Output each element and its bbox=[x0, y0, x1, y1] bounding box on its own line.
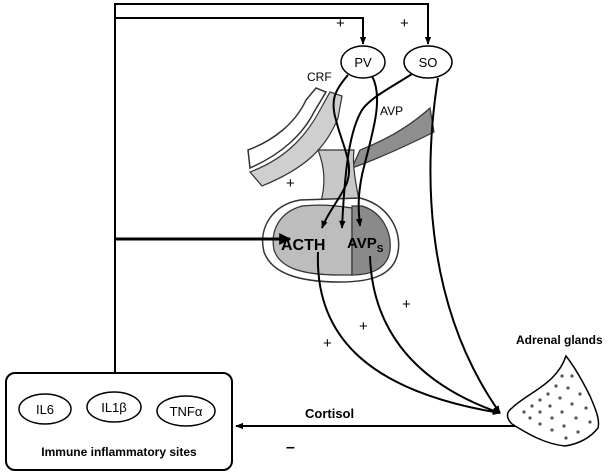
pv-label: PV bbox=[354, 55, 372, 70]
minus-sign-cortisol: – bbox=[286, 439, 295, 456]
pv-avp-path bbox=[356, 75, 379, 227]
plus-sign-acth-path: + bbox=[323, 335, 332, 352]
il1b-label: IL1β bbox=[101, 400, 127, 415]
pv-nucleus: PV bbox=[340, 45, 386, 79]
hormone-pathways bbox=[235, 73, 552, 430]
immune-feedback-loop bbox=[114, 3, 432, 372]
tnfa-label: TNFα bbox=[170, 404, 203, 419]
il6-ellipse bbox=[18, 393, 72, 425]
cortisol-label: Cortisol bbox=[305, 406, 354, 421]
plus-sign-so: + bbox=[400, 15, 409, 32]
plus-sign-pv: + bbox=[336, 15, 345, 32]
avp-s-main: AVP bbox=[347, 235, 377, 252]
brain-structure bbox=[247, 87, 435, 283]
adrenal-gland bbox=[506, 354, 600, 447]
acth-label: ACTH bbox=[281, 237, 325, 254]
so-nucleus: SO bbox=[403, 45, 453, 79]
acth-to-adrenal bbox=[316, 251, 501, 415]
so-avp-path bbox=[339, 73, 413, 229]
plus-sign-stalk: + bbox=[286, 175, 295, 192]
so-label: SO bbox=[419, 55, 438, 70]
hypothalamic-band-grey bbox=[248, 91, 343, 187]
plus-sign-so-path: + bbox=[402, 296, 411, 313]
crf-label: CRF bbox=[307, 70, 332, 84]
il1b-ellipse bbox=[86, 391, 142, 423]
avp-s-label: AVPS bbox=[347, 235, 384, 255]
adrenal-glands-label: Adrenal glands bbox=[516, 333, 603, 347]
tnfa-ellipse bbox=[156, 395, 216, 427]
immune-sites-title: Immune inflammatory sites bbox=[41, 445, 197, 459]
feedback-top-line bbox=[114, 3, 432, 45]
anterior-pituitary bbox=[272, 204, 353, 276]
feedback-pv-line bbox=[115, 17, 367, 45]
hypothalamic-band-outer bbox=[247, 87, 328, 170]
avp-label: AVP bbox=[380, 104, 403, 118]
avp-to-adrenal bbox=[369, 255, 501, 414]
plus-sign-avp-path: + bbox=[359, 318, 368, 335]
immune-sites-box: IL6 IL1β TNFα Immune inflammatory sites bbox=[5, 372, 233, 471]
il6-label: IL6 bbox=[36, 402, 54, 417]
so-to-adrenal bbox=[429, 77, 501, 414]
avp-s-subscript: S bbox=[377, 244, 384, 255]
pv-crf-path bbox=[321, 74, 351, 229]
